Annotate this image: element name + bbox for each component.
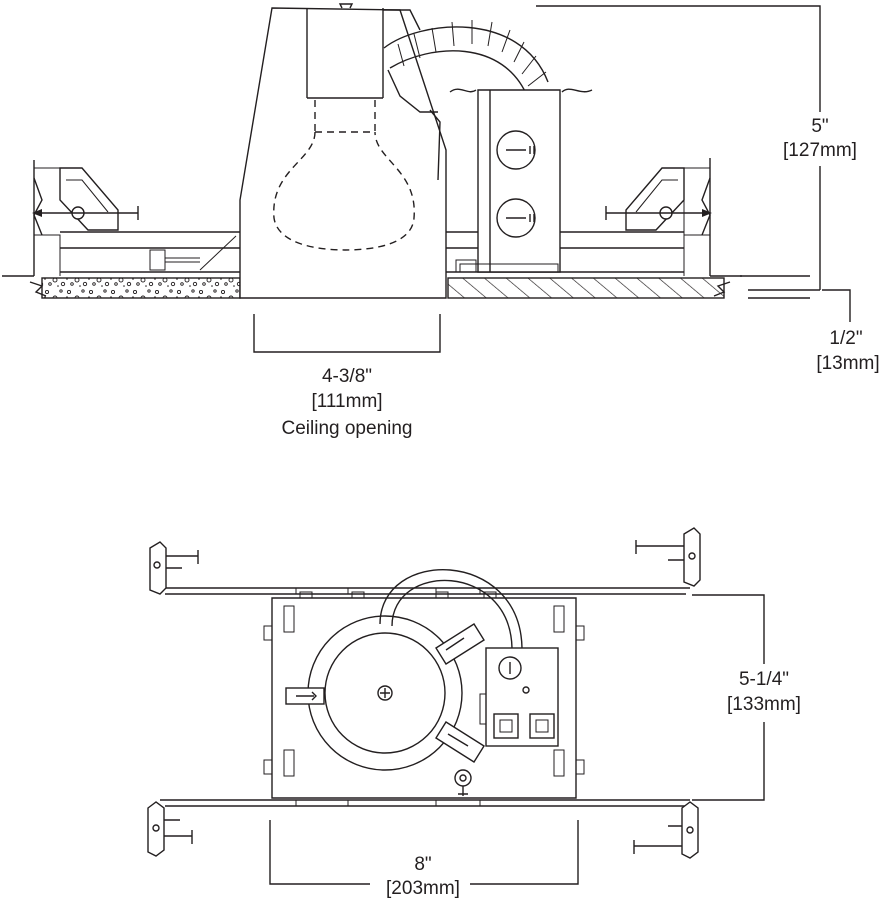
hanger-clip-bottom-left <box>147 801 193 857</box>
ceiling-thickness-dimension: 1/2" [13mm] <box>740 275 880 374</box>
ceiling-hatched-section <box>447 277 725 299</box>
ceiling-dim-metric: [13mm] <box>816 353 879 374</box>
width-dim-metric: [203mm] <box>386 878 460 899</box>
side-view: 5" [127mm] 1/2" [13mm] 4-3/8" [111mm] Ce… <box>2 3 880 439</box>
socket-clip-upper-right <box>435 623 485 665</box>
height-dim-metric: [127mm] <box>783 140 857 161</box>
width-dimension: 8" [203mm] <box>269 820 579 899</box>
hanger-clip-top-right <box>635 527 701 587</box>
junction-box-top <box>479 647 559 747</box>
ground-screw <box>454 769 472 796</box>
opening-dim-imperial: 4-3/8" <box>322 366 372 387</box>
right-mounting-bracket <box>605 167 712 231</box>
housing-can <box>239 3 447 299</box>
lamp-outline <box>273 100 415 251</box>
height-dim-imperial: 5" <box>811 116 828 137</box>
depth-dimension: 5-1/4" [133mm] <box>692 594 801 801</box>
ceiling-dim-imperial: 1/2" <box>829 328 862 349</box>
width-dim-imperial: 8" <box>414 854 431 875</box>
height-dimension: 5" [127mm] <box>536 5 857 291</box>
opening-dim-metric: [111mm] <box>311 391 382 412</box>
depth-dim-imperial: 5-1/4" <box>739 669 789 690</box>
wire-loop <box>379 569 523 649</box>
top-view: 5-1/4" [133mm] 8" [203mm] <box>147 527 801 899</box>
depth-dim-metric: [133mm] <box>727 694 801 715</box>
hanger-clip-top-left <box>149 541 199 595</box>
top-hanger-bar <box>160 587 690 595</box>
socket-clip-lower-right <box>435 721 485 763</box>
flexible-conduit <box>383 20 549 99</box>
ceiling-textured-section <box>41 277 241 299</box>
bottom-hanger-bar <box>160 799 690 807</box>
opening-dimension: 4-3/8" [111mm] Ceiling opening <box>253 314 441 439</box>
left-joist <box>2 160 61 277</box>
junction-box <box>449 88 593 273</box>
left-mounting-bracket <box>32 167 139 231</box>
socket-clip-left <box>285 687 325 705</box>
opening-caption: Ceiling opening <box>282 418 413 439</box>
left-rail-bar <box>60 231 242 273</box>
hanger-clip-bottom-right <box>633 801 699 859</box>
right-joist <box>683 158 742 277</box>
